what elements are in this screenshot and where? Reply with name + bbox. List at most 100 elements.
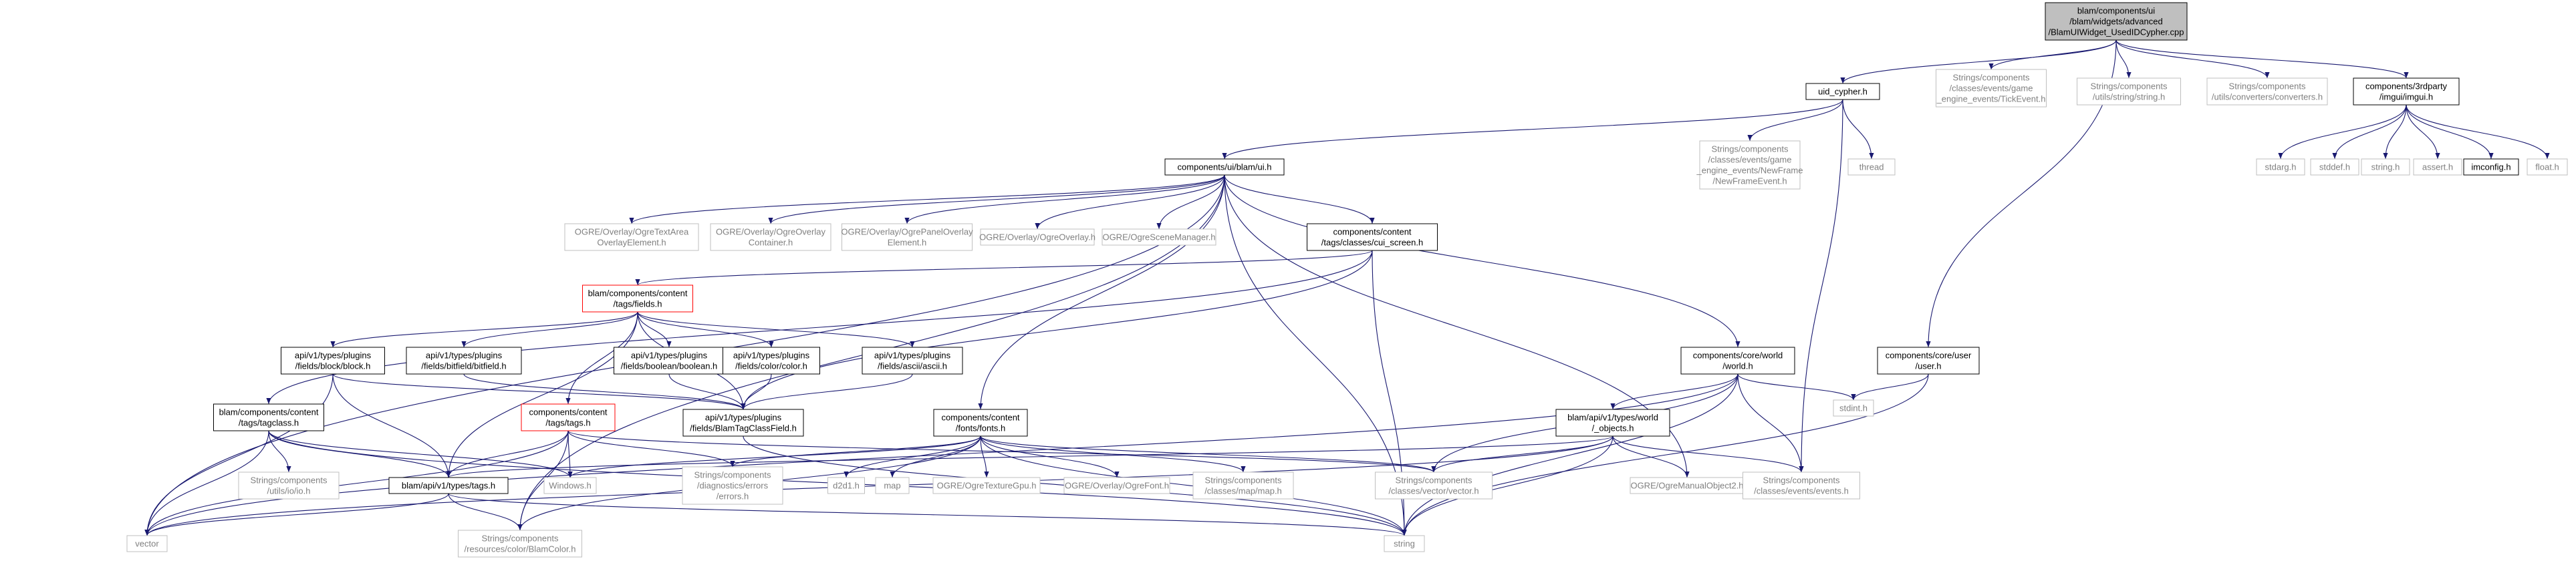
- node-ogre_scene: OGRE/OgreSceneManager.h: [1102, 228, 1216, 246]
- edge-uid_cypher-to-events_h: [1799, 99, 1843, 473]
- edge-fields-to-boolean: [637, 311, 672, 348]
- node-box: [126, 535, 168, 552]
- node-label-line: _engine_events/NewFrame: [1696, 165, 1803, 175]
- node-vector: vector: [126, 535, 168, 552]
- node-label-line: /NewFrameEvent.h: [1712, 176, 1787, 186]
- edge-cui_screen-to-blamtagclassfield: [741, 250, 1373, 410]
- node-label-line: /world.h: [1722, 361, 1753, 371]
- node-label-line: float.h: [2535, 162, 2559, 172]
- node-label-line: blam/api/v1/types/world: [1567, 412, 1658, 422]
- node-label-line: /_objects.h: [1592, 423, 1634, 433]
- node-label-line: /BlamUIWidget_UsedIDCypher.cpp: [2048, 27, 2184, 37]
- node-fonts[interactable]: components/content/fonts/fonts.h: [933, 409, 1028, 437]
- node-vector_h: Strings/components/classes/vector/vector…: [1375, 472, 1493, 500]
- node-user_h[interactable]: components/core/user/user.h: [1877, 347, 1980, 375]
- node-cui_screen[interactable]: components/content/tags/classes/cui_scre…: [1307, 223, 1438, 251]
- edge-fonts-to-vector_h: [980, 435, 1436, 473]
- node-box: [2256, 158, 2305, 176]
- node-boolean[interactable]: api/v1/types/plugins/fields/boolean/bool…: [614, 347, 725, 375]
- node-color[interactable]: api/v1/types/plugins/fields/color/color.…: [723, 347, 820, 375]
- node-box: [875, 477, 910, 494]
- edge-fonts-to-texturegpu: [980, 435, 989, 478]
- node-box: [1063, 477, 1170, 494]
- edge-tagclass-to-iolo: [268, 430, 291, 473]
- node-label-line: blam/components/content: [219, 407, 319, 417]
- node-root[interactable]: blam/components/ui/blam/widgets/advanced…: [2045, 2, 2188, 41]
- node-blamtagclassfield[interactable]: api/v1/types/plugins/fields/BlamTagClass…: [682, 409, 804, 437]
- edge-world_objects-to-string: [1402, 435, 1614, 536]
- edge-user_h-to-stdint: [1851, 373, 1929, 401]
- node-box: [2361, 158, 2410, 176]
- edge-ui_h-to-ogre_container: [768, 174, 1225, 224]
- node-label-line: /tags/fields.h: [614, 299, 662, 309]
- node-world[interactable]: components/core/world/world.h: [1680, 347, 1795, 375]
- node-box: [238, 472, 340, 500]
- node-bitfield[interactable]: api/v1/types/plugins/fields/bitfield/bit…: [406, 347, 522, 375]
- node-box: [2353, 77, 2460, 106]
- node-label-line: OGRE/OgreSceneManager.h: [1102, 232, 1215, 242]
- node-label-line: Strings/components: [1396, 475, 1472, 485]
- edge-fields-to-bitfield: [461, 311, 638, 348]
- node-label-line: /classes/events/game: [1949, 83, 2033, 93]
- node-ui_h[interactable]: components/ui/blam/ui.h: [1164, 158, 1285, 176]
- node-imgui[interactable]: components/3rdparty/imgui/imgui.h: [2353, 77, 2460, 106]
- node-api_tags[interactable]: blam/api/v1/types/tags.h: [388, 477, 509, 494]
- node-tick_event: Strings/components/classes/events/game_e…: [1936, 69, 2047, 108]
- node-box: [1699, 140, 1801, 190]
- node-label-line: uid_cypher.h: [1818, 86, 1867, 96]
- node-box: [2310, 158, 2359, 176]
- node-label-line: OGRE/Overlay/OgreOverlay: [716, 226, 825, 236]
- node-label-line: /blam/widgets/advanced: [2069, 16, 2162, 26]
- node-ogrefont: OGRE/Overlay/OgreFont.h: [1063, 477, 1170, 494]
- node-map: map: [875, 477, 910, 494]
- node-box: [1833, 399, 1874, 417]
- edge-ui_h-to-fonts: [978, 174, 1225, 410]
- edge-tags_h-to-windows: [567, 430, 573, 478]
- node-box: [933, 409, 1028, 437]
- node-world_objects[interactable]: blam/api/v1/types/world/_objects.h: [1555, 409, 1670, 437]
- node-box: [932, 477, 1041, 494]
- edge-fonts-to-map_h: [980, 435, 1246, 473]
- node-assert: assert.h: [2413, 158, 2462, 176]
- node-box: [521, 403, 616, 431]
- node-box: [213, 403, 324, 431]
- node-label-line: /fields/boolean/boolean.h: [621, 361, 718, 371]
- node-box: [710, 223, 831, 251]
- node-block[interactable]: api/v1/types/plugins/fields/block/block.…: [281, 347, 385, 375]
- edge-imgui-to-imconfig: [2406, 104, 2494, 160]
- node-label-line: string: [1394, 538, 1415, 548]
- node-uid_cypher[interactable]: uid_cypher.h: [1805, 83, 1880, 100]
- node-label-line: /fields/color/color.h: [735, 361, 807, 371]
- node-converters: Strings/components/utils/converters/conv…: [2206, 77, 2328, 106]
- node-label-line: api/v1/types/plugins: [705, 412, 782, 422]
- node-ascii[interactable]: api/v1/types/plugins/fields/ascii/ascii.…: [862, 347, 963, 375]
- node-label-line: Strings/components: [694, 470, 771, 480]
- node-label-line: components/core/user: [1886, 350, 1972, 360]
- node-box: [2463, 158, 2519, 176]
- node-tags_h[interactable]: components/content/tags/tags.h: [521, 403, 616, 431]
- edge-ui_h-to-ogre_panel: [904, 174, 1225, 224]
- node-label-line: /imgui/imgui.h: [2379, 91, 2433, 102]
- node-ogre_textarea: OGRE/Overlay/OgreTextAreaOverlayElement.…: [564, 223, 699, 251]
- node-label-line: imconfig.h: [2471, 162, 2510, 172]
- node-box: [1805, 83, 1880, 100]
- node-label-line: vector: [135, 538, 159, 548]
- edge-root-to-converters: [2115, 39, 2270, 79]
- node-windows: Windows.h: [543, 477, 597, 494]
- edge-api_tags-to-string: [448, 493, 1407, 536]
- edge-ui_h-to-ogre_overlay: [1035, 174, 1225, 230]
- node-label-line: /classes/vector/vector.h: [1388, 486, 1478, 496]
- node-imconfig[interactable]: imconfig.h: [2463, 158, 2519, 176]
- node-fields[interactable]: blam/components/content/tags/fields.h: [582, 285, 693, 313]
- node-tagclass[interactable]: blam/components/content/tags/tagclass.h: [213, 403, 324, 431]
- node-label-line: components/content: [529, 407, 607, 417]
- node-stddef: stddef.h: [2310, 158, 2359, 176]
- edge-color-to-blamtagclassfield: [741, 373, 772, 410]
- node-label-line: blam/components/ui: [2077, 5, 2155, 15]
- node-label-line: api/v1/types/plugins: [733, 350, 810, 360]
- node-label-line: /classes/events/game: [1708, 154, 1791, 164]
- node-box: [2077, 77, 2181, 106]
- node-box: [1936, 69, 2047, 108]
